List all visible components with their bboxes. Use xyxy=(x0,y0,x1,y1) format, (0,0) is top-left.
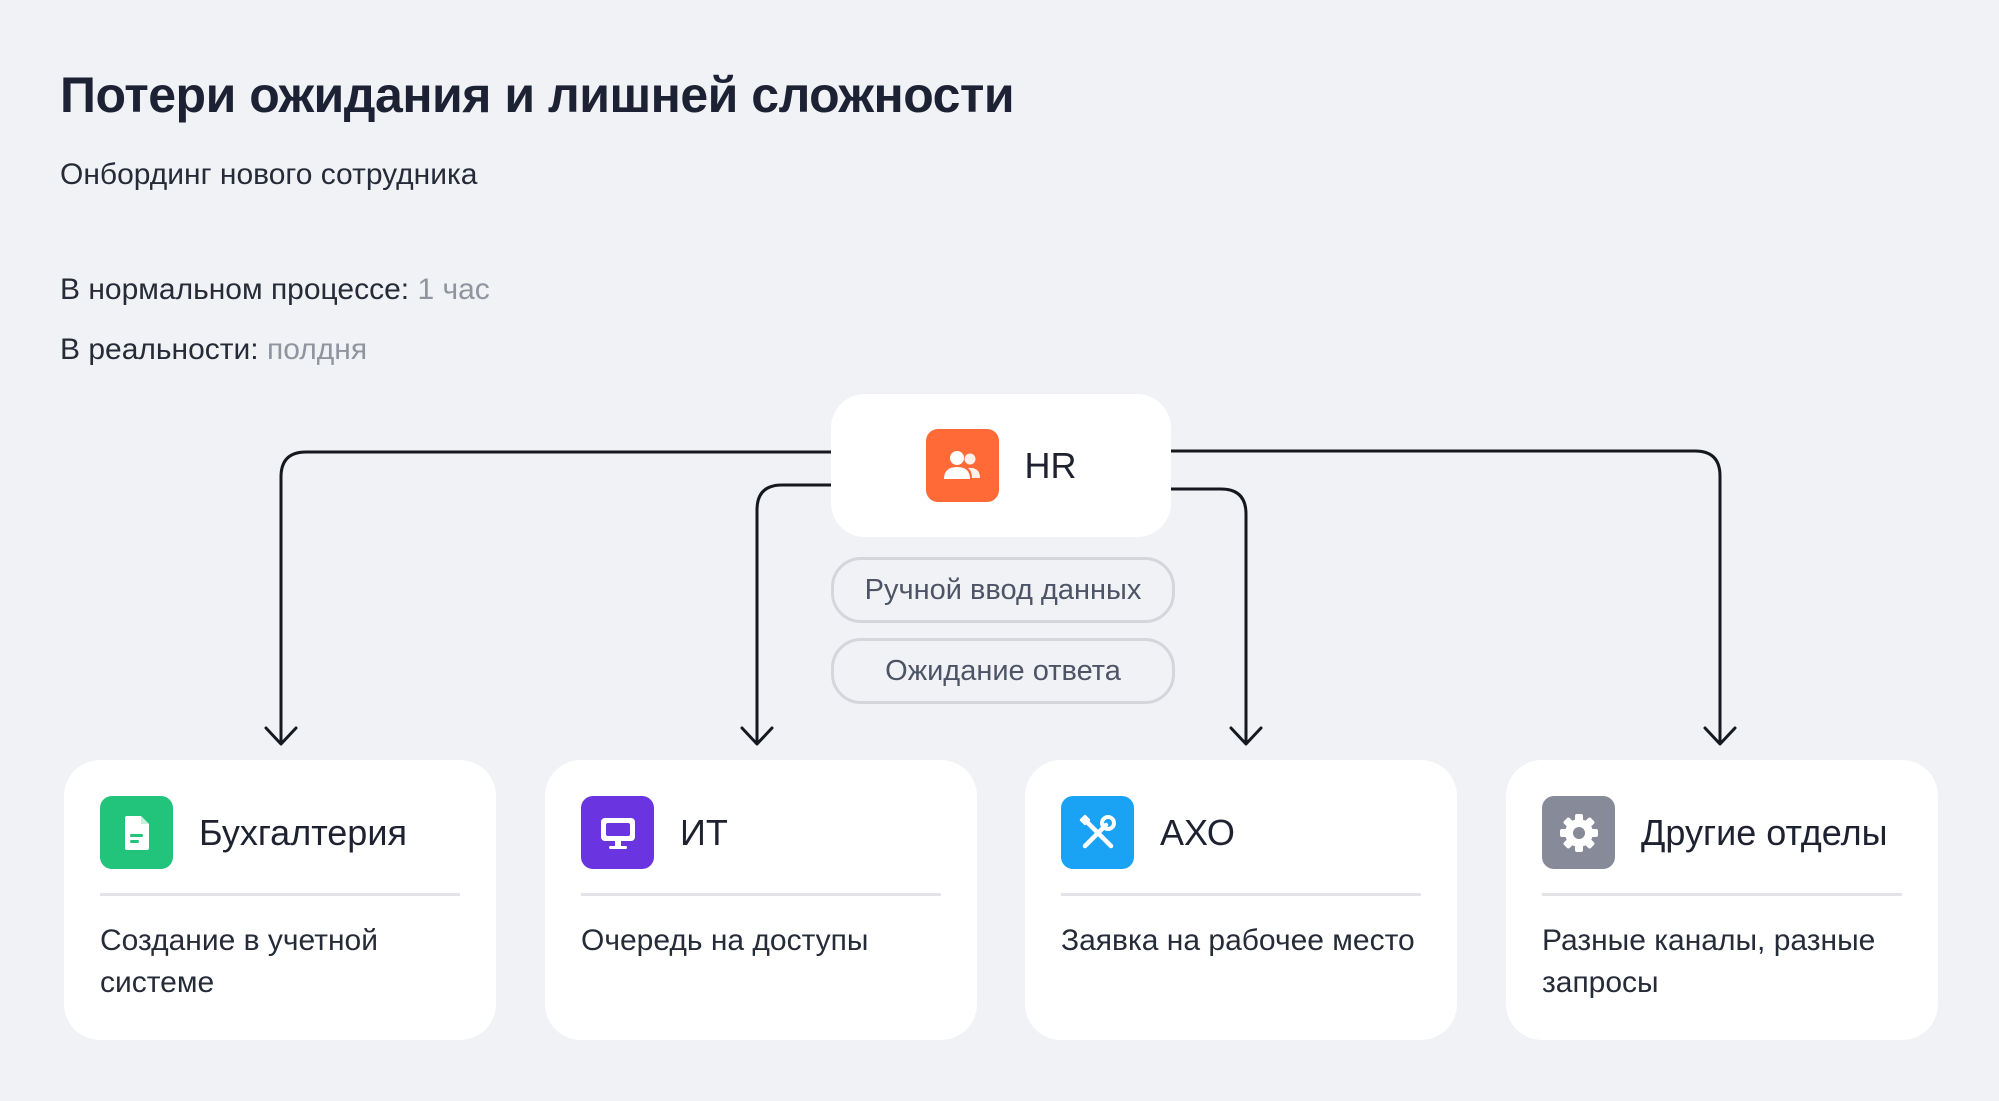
card-description: Разные каналы, разные запросы xyxy=(1542,924,1876,999)
card-description: Создание в учетной системе xyxy=(100,924,378,999)
normal-process-label: В нормальном процессе: xyxy=(60,273,410,306)
reality-line: В реальности: полдня xyxy=(60,333,367,367)
card-title: АХО xyxy=(1160,811,1235,853)
normal-process-value: 1 час xyxy=(417,273,490,306)
users-icon xyxy=(925,429,999,502)
document-icon xyxy=(100,796,173,869)
issue-waiting-response: Ожидание ответа xyxy=(831,638,1175,704)
card-header: Другие отделы xyxy=(1542,796,1902,869)
normal-process-line: В нормальном процессе: 1 час xyxy=(60,273,490,307)
card-description: Заявка на рабочее место xyxy=(1061,924,1415,957)
card-divider xyxy=(581,893,941,896)
issue-manual-input: Ручной ввод данных xyxy=(831,557,1175,623)
tools-icon xyxy=(1061,796,1134,869)
card-title: ИТ xyxy=(680,811,728,853)
card-divider xyxy=(1061,893,1421,896)
reality-value: полдня xyxy=(266,333,368,366)
card-header: АХО xyxy=(1061,796,1421,869)
department-card-other: Другие отделы Разные каналы, разные запр… xyxy=(1506,760,1938,1040)
hr-node: HR xyxy=(831,394,1171,537)
card-title: Бухгалтерия xyxy=(199,811,407,853)
reality-label: В реальности: xyxy=(60,333,259,366)
arrowhead-aho xyxy=(1229,726,1263,746)
gear-icon xyxy=(1542,796,1615,869)
department-card-aho: АХО Заявка на рабочее место xyxy=(1025,760,1457,1040)
department-card-it: ИТ Очередь на доступы xyxy=(545,760,977,1040)
card-description: Очередь на доступы xyxy=(581,924,869,957)
card-title: Другие отделы xyxy=(1641,811,1888,853)
department-card-accounting: Бухгалтерия Создание в учетной системе xyxy=(64,760,496,1040)
arrow-to-it xyxy=(755,483,833,744)
monitor-icon xyxy=(581,796,654,869)
hr-label: HR xyxy=(1024,444,1077,486)
card-header: ИТ xyxy=(581,796,941,869)
arrowhead-it xyxy=(740,726,774,746)
arrow-to-accounting xyxy=(279,450,833,744)
arrow-to-other xyxy=(1169,449,1722,744)
page-subtitle: Онбординг нового сотрудника xyxy=(60,158,478,191)
card-divider xyxy=(1542,893,1902,896)
card-divider xyxy=(100,893,460,896)
arrow-to-aho xyxy=(1169,487,1248,744)
page-title: Потери ожидания и лишней сложности xyxy=(60,67,1015,123)
arrowhead-accounting xyxy=(264,726,298,746)
arrowhead-other xyxy=(1703,726,1737,746)
card-header: Бухгалтерия xyxy=(100,796,460,869)
